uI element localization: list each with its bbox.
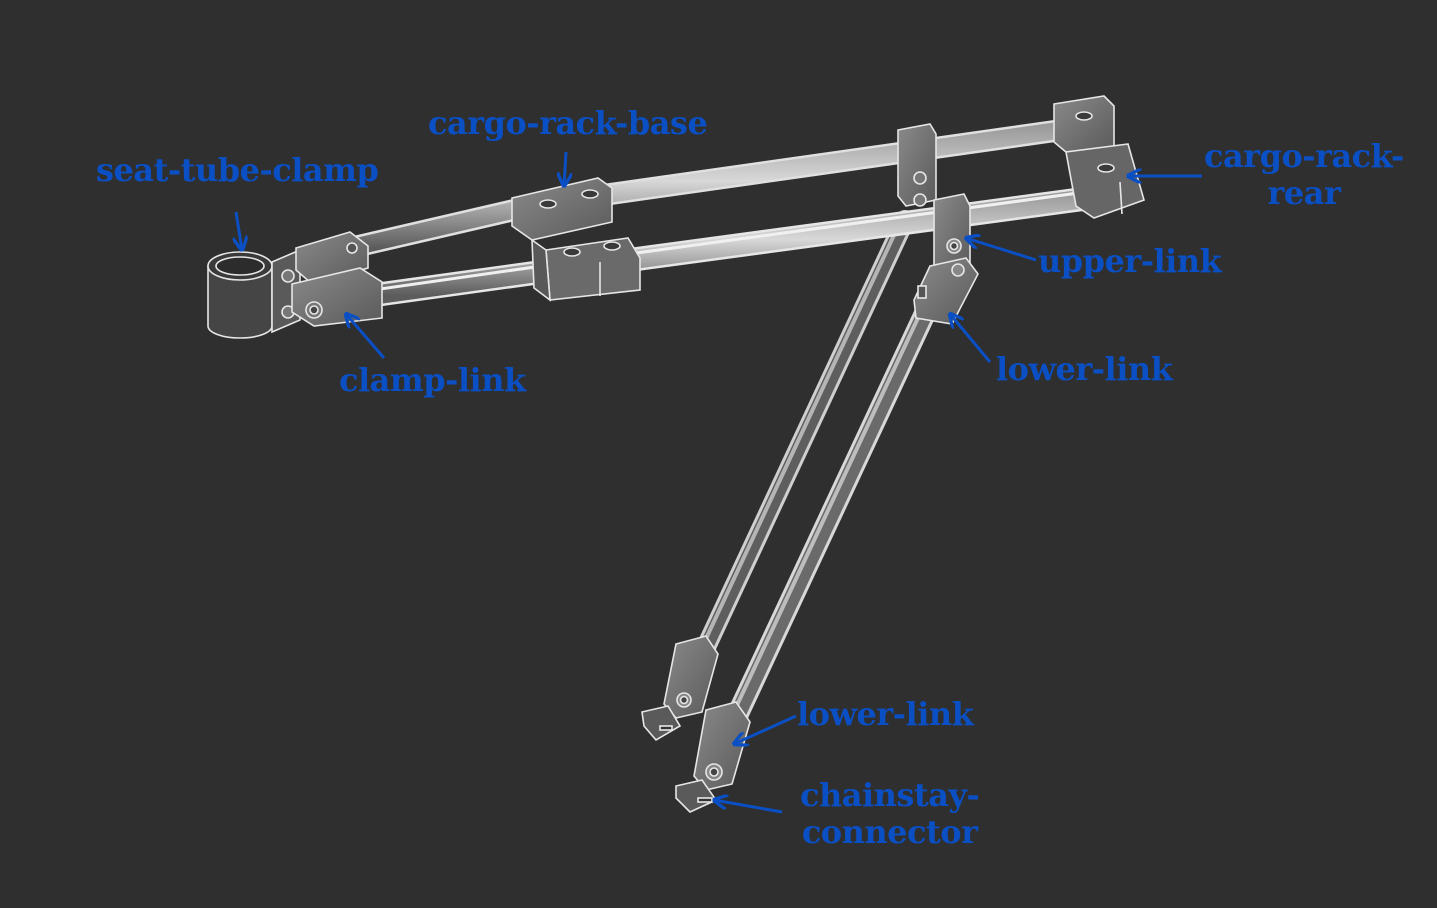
arrow-lower-link-upper [950, 314, 992, 363]
label-chainstay-connector: chainstay- connector [800, 776, 980, 851]
lower-link-upper-part [913, 257, 979, 325]
label-cargo-rack-rear-line2: rear [1267, 174, 1341, 212]
label-clamp-link: clamp-link [339, 361, 526, 399]
support-struts [690, 210, 961, 731]
arrow-upper-link [966, 238, 1037, 262]
label-seat-tube-clamp: seat-tube-clamp [96, 151, 379, 189]
arrow-cargo-rack-base [564, 151, 566, 186]
seat-tube-clamp-part [207, 248, 301, 339]
arrow-lower-link-bottom [734, 714, 797, 744]
cargo-rack-base-part [511, 177, 641, 302]
rack-rails [339, 115, 1132, 307]
label-chainstay-connector-line1: chainstay- [800, 776, 980, 814]
arrow-clamp-link [346, 314, 386, 359]
label-lower-link-upper: lower-link [996, 350, 1173, 388]
label-upper-link: upper-link [1038, 242, 1222, 280]
clamp-link-part [291, 231, 383, 327]
label-chainstay-connector-line2: connector [801, 813, 978, 851]
label-cargo-rack-rear-line1: cargo-rack- [1204, 137, 1404, 175]
arrow-chainstay-connector [714, 800, 783, 814]
lower-link-bottom-part [641, 635, 719, 742]
label-cargo-rack-rear: cargo-rack- rear [1204, 138, 1404, 212]
label-cargo-rack-base: cargo-rack-base [428, 104, 708, 142]
label-lower-link-bottom: lower-link [797, 695, 974, 733]
arrow-seat-tube-clamp [236, 211, 242, 250]
leader-arrows [236, 151, 1202, 814]
cargo-rack-rear-part [1053, 95, 1145, 219]
chainstay-connector-part [675, 701, 751, 813]
